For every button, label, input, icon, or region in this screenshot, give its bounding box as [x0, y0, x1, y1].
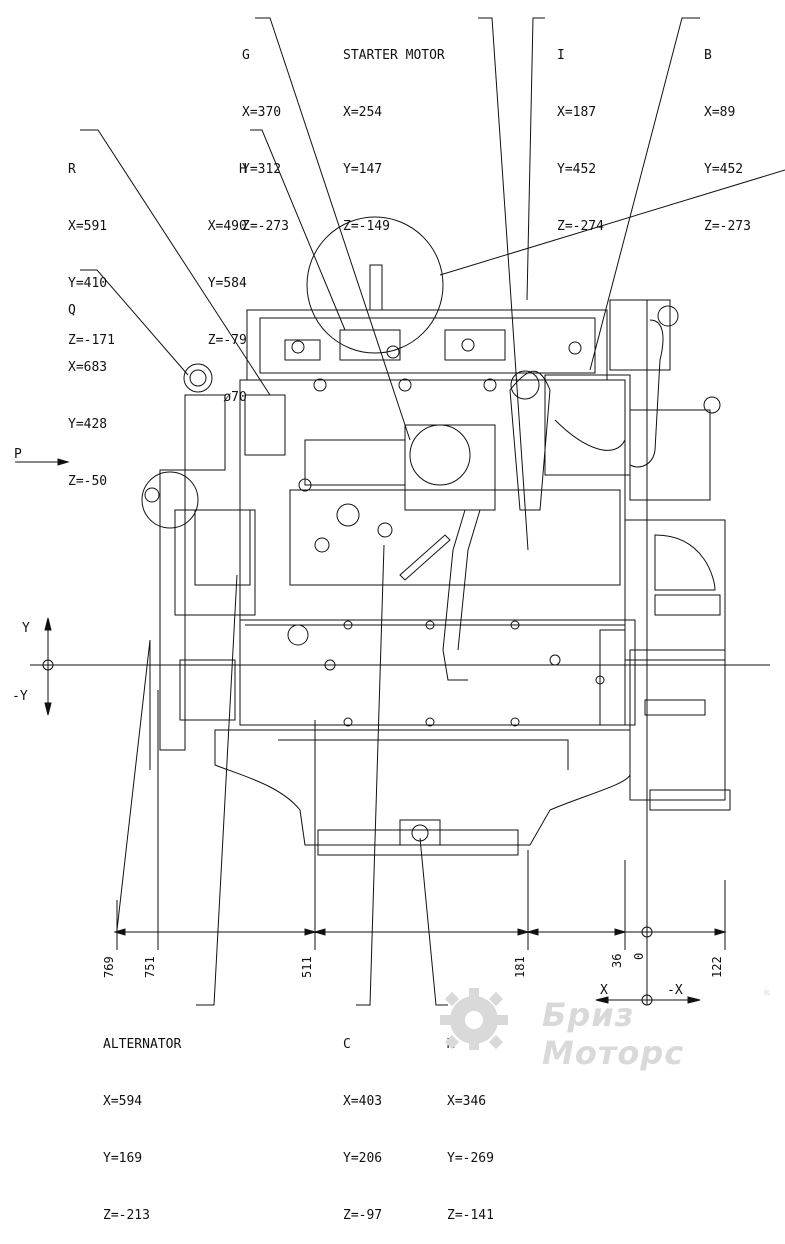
dim-label: 181	[513, 956, 527, 978]
watermark-text: Бриз Моторс	[542, 996, 685, 1072]
callout-r: R X=591 Y=410 Z=-171	[68, 122, 115, 369]
callout-i-y: Y=452	[557, 162, 597, 177]
callout-r-x: X=591	[68, 219, 108, 234]
callout-b: B X=89 Y=452 Z=-273	[704, 8, 751, 255]
callout-starter-z: Z=-149	[343, 219, 390, 234]
axis-y-pos-label: Y	[22, 621, 30, 636]
callout-starter-x: X=254	[343, 105, 383, 120]
callout-b-y: Y=452	[704, 162, 744, 177]
callout-i-label: I	[557, 48, 565, 63]
callout-c-z: Z=-97	[343, 1208, 383, 1223]
callout-m-z: Z=-141	[447, 1208, 494, 1223]
callout-h-diameter: ø70	[223, 390, 247, 405]
callout-m-x: X=346	[447, 1094, 487, 1109]
callout-c-x: X=403	[343, 1094, 383, 1109]
callout-g-x: X=370	[242, 105, 282, 120]
leader-Q	[80, 269, 189, 376]
callout-alternator-x: X=594	[103, 1094, 143, 1109]
leader-detail	[439, 169, 785, 276]
leader-starter	[478, 17, 529, 551]
callout-g-label: G	[242, 48, 250, 63]
callout-q-x: X=683	[68, 360, 108, 375]
callout-g: G X=370 Y=312 Z=-273	[242, 8, 289, 255]
leader-H	[250, 129, 346, 331]
leader-alternator	[196, 574, 238, 1006]
callout-c-y: Y=206	[343, 1151, 383, 1166]
callout-alternator-z: Z=-213	[103, 1208, 150, 1223]
callout-b-z: Z=-273	[704, 219, 751, 234]
callout-q-z: Z=-50	[68, 474, 108, 489]
callout-i: I X=187 Y=452 Z=-274	[557, 8, 604, 255]
callout-starter-label: STARTER MOTOR	[343, 48, 445, 63]
callout-h-z: Z=-79	[207, 333, 247, 348]
watermark-registered: ®	[764, 988, 771, 999]
callout-alternator-y: Y=169	[103, 1151, 143, 1166]
callout-h-y: Y=584	[207, 276, 247, 291]
axis-x-pos-label: X	[600, 983, 608, 998]
callout-alternator: ALTERNATOR X=594 Y=169 Z=-213	[103, 997, 181, 1244]
callout-b-x: X=89	[704, 105, 736, 120]
callout-q: Q X=683 Y=428 Z=-50	[68, 263, 107, 510]
dim-label: 0	[632, 952, 646, 960]
leader-G	[255, 17, 411, 441]
callout-c-label: C	[343, 1037, 351, 1052]
callout-g-y: Y=312	[242, 162, 282, 177]
leader-I	[526, 17, 545, 301]
engine-drawing	[15, 17, 785, 1006]
dim-label: 511	[300, 956, 314, 978]
gear-logo-icon	[440, 988, 508, 1050]
callout-i-z: Z=-274	[557, 219, 604, 234]
callout-alternator-label: ALTERNATOR	[103, 1037, 182, 1052]
callout-q-label: Q	[68, 303, 76, 318]
callout-i-x: X=187	[557, 105, 597, 120]
dim-label: 122	[710, 956, 724, 978]
axis-p-label: P	[14, 447, 22, 462]
callout-starter-motor: STARTER MOTOR X=254 Y=147 Z=-149	[343, 8, 445, 255]
axis-x-neg-label: -X	[667, 983, 683, 998]
dim-label: 769	[102, 956, 116, 978]
callout-h-label: H	[239, 162, 247, 177]
dim-label: 751	[143, 956, 157, 978]
callout-r-label: R	[68, 162, 76, 177]
callout-b-label: B	[704, 48, 712, 63]
leader-B	[589, 17, 700, 371]
watermark: Бриз Моторс ®	[432, 982, 782, 1072]
callout-c: C X=403 Y=206 Z=-97	[343, 997, 382, 1244]
callout-r-y: Y=410	[68, 276, 108, 291]
callout-h-x: X=490	[207, 219, 247, 234]
leader-C	[356, 544, 385, 1006]
callout-m-y: Y=-269	[447, 1151, 494, 1166]
callout-starter-y: Y=147	[343, 162, 383, 177]
callout-r-z: Z=-171	[68, 333, 115, 348]
axis-y-neg-label: -Y	[12, 689, 28, 704]
callout-h: H X=490 Y=584 Z=-79 ø70	[199, 122, 247, 426]
leader-M	[419, 837, 448, 1006]
callout-q-y: Y=428	[68, 417, 108, 432]
callout-g-z: Z=-273	[242, 219, 289, 234]
leader-R	[80, 129, 271, 396]
dim-label: 36	[610, 953, 624, 968]
